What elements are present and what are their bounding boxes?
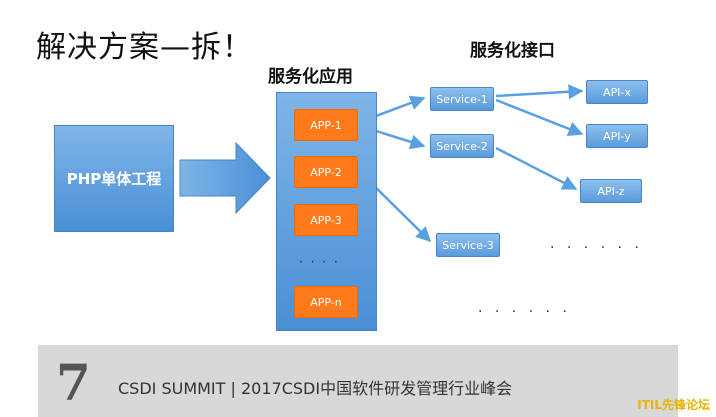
summit-logo: 7 [56,353,91,412]
app-box: APP-1 [294,109,358,141]
service-box: Service-1 [430,87,494,111]
arrow-service1-apix [495,84,584,100]
arrow-service1-apiy [495,98,584,137]
service-box: Service-3 [436,233,500,257]
footer-banner: 7 CSDI SUMMIT | 2017CSDI中国软件研发管理行业峰会 [38,345,678,417]
footer-text: CSDI SUMMIT | 2017CSDI中国软件研发管理行业峰会 [118,379,513,398]
api-box: API-z [580,179,642,203]
api-ellipsis: · · · · · · [550,240,643,256]
api-box: API-x [586,80,648,104]
slide-title: 解决方案—拆！ [36,30,253,65]
app-box: APP-n [294,286,358,318]
api-box: API-y [586,124,648,148]
service-ellipsis: · · · · · · [478,304,571,320]
apps-section-label: 服务化应用 [268,67,353,87]
php-monolith-box: PHP单体工程 [54,125,174,232]
app-box: APP-3 [294,204,358,236]
app-box: APP-2 [294,156,358,188]
service-box: Service-2 [430,134,494,158]
apps-ellipsis: · · · · [299,255,340,269]
arrow-service2-apiz [495,146,578,191]
apis-section-label: 服务化接口 [470,41,555,61]
big-arrow [179,141,271,215]
apps-panel: APP-1 APP-2 APP-3 · · · · APP-n [276,92,377,331]
watermark: ITIL先锋论坛 [637,398,710,412]
